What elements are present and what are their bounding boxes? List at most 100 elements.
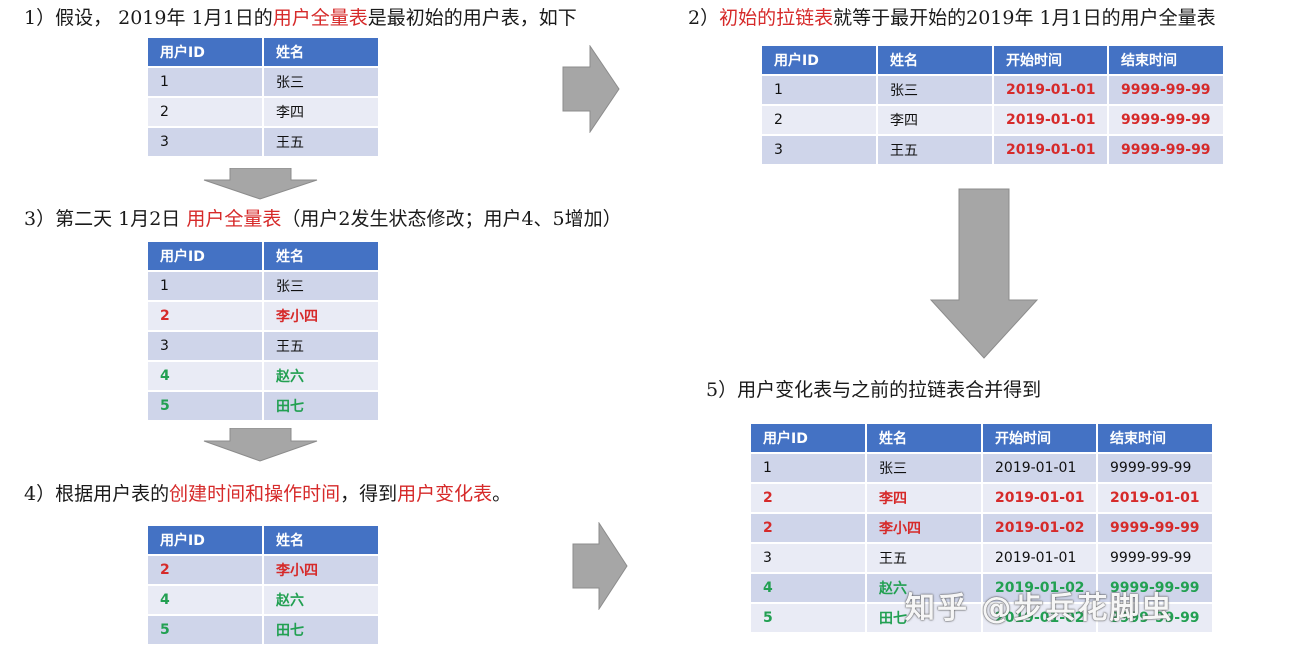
table-cell: 王五 (264, 332, 378, 360)
table-cell: 4 (148, 362, 262, 390)
table-cell: 9999-99-99 (1109, 106, 1223, 134)
table-cell: 2 (148, 98, 262, 126)
step1-caption: 1）假设， 2019年 1月1日的用户全量表是最初始的用户表，如下 (24, 6, 577, 30)
step1-caption-part: 1）假设， 2019年 1月1日的 (24, 7, 273, 29)
table-cell: 赵六 (264, 362, 378, 390)
column-header: 结束时间 (1109, 46, 1223, 74)
right-arrow-1-to-2 (562, 45, 620, 133)
table-cell: 2 (762, 106, 876, 134)
table-cell: 赵六 (867, 574, 981, 602)
table-cell: 9999-99-99 (1109, 136, 1223, 164)
column-header: 用户ID (148, 38, 262, 66)
table-cell: 王五 (264, 128, 378, 156)
table-cell: 9999-99-99 (1098, 574, 1212, 602)
table-cell: 1 (751, 454, 865, 482)
down-arrow-3-to-4 (203, 428, 318, 462)
table-cell: 3 (762, 136, 876, 164)
table-cell: 田七 (264, 616, 378, 644)
table-cell: 2019-01-02 (983, 604, 1096, 632)
watermark: 知乎 @步兵花脚虫 (905, 591, 1174, 626)
table-cell: 2 (148, 556, 262, 584)
step3-caption-part: 用户全量表 (186, 208, 282, 230)
table-cell: 李四 (878, 106, 992, 134)
table-cell: 3 (148, 128, 262, 156)
table-cell: 2 (148, 302, 262, 330)
table-cell: 5 (148, 616, 262, 644)
table-cell: 2019-01-02 (983, 574, 1096, 602)
table-cell: 4 (751, 574, 865, 602)
table-cell: 李小四 (264, 302, 378, 330)
column-header: 结束时间 (1098, 424, 1212, 452)
table-cell: 2019-01-01 (994, 106, 1107, 134)
table-cell: 2 (751, 514, 865, 542)
table-cell: 2019-01-01 (1098, 484, 1212, 512)
step2-caption-part: 2） (688, 7, 720, 29)
table-cell: 9999-99-99 (1098, 544, 1212, 572)
table-cell: 9999-99-99 (1098, 454, 1212, 482)
step4-caption-part: 用户变化表 (397, 483, 493, 505)
column-header: 开始时间 (994, 46, 1107, 74)
table-cell: 张三 (867, 454, 981, 482)
table-cell: 王五 (867, 544, 981, 572)
table-cell: 2019-01-02 (983, 514, 1096, 542)
right-arrow-4-to-5 (572, 522, 628, 610)
step3-caption-part: 3）第二天 1月2日 (24, 208, 187, 230)
table-cell: 1 (762, 76, 876, 104)
step1-caption-part: 用户全量表 (272, 7, 368, 29)
table-cell: 赵六 (264, 586, 378, 614)
table-cell: 张三 (264, 272, 378, 300)
table-cell: 李小四 (264, 556, 378, 584)
table-cell: 田七 (264, 392, 378, 420)
column-header: 用户ID (762, 46, 876, 74)
table-cell: 3 (148, 332, 262, 360)
step4-caption-part: 4）根据用户表的 (24, 483, 170, 505)
table-cell: 李小四 (867, 514, 981, 542)
column-header: 姓名 (264, 526, 378, 554)
table-cell: 李四 (264, 98, 378, 126)
step5-caption-part: 5）用户变化表与之前的拉链表合并得到 (706, 379, 1042, 401)
column-header: 姓名 (264, 38, 378, 66)
column-header: 姓名 (867, 424, 981, 452)
table-cell: 9999-99-99 (1098, 514, 1212, 542)
table-cell: 5 (751, 604, 865, 632)
table-cell: 1 (148, 272, 262, 300)
step4-caption: 4）根据用户表的创建时间和操作时间，得到用户变化表。 (24, 482, 511, 506)
table-cell: 2019-01-01 (994, 76, 1107, 104)
table-cell: 2019-01-01 (983, 544, 1096, 572)
table-cell: 2019-01-01 (983, 484, 1096, 512)
table-cell: 张三 (264, 68, 378, 96)
column-header: 姓名 (878, 46, 992, 74)
column-header: 开始时间 (983, 424, 1096, 452)
table-cell: 张三 (878, 76, 992, 104)
step2-caption-part: 就等于最开始的2019年 1月1日的用户全量表 (833, 7, 1216, 29)
step3-caption-part: （用户2发生状态修改；用户4、5增加） (281, 208, 622, 230)
step4-caption-part: 创建时间和操作时间 (169, 483, 341, 505)
step2-caption: 2）初始的拉链表就等于最开始的2019年 1月1日的用户全量表 (688, 6, 1216, 30)
step1-caption-part: 是最初始的用户表，如下 (367, 7, 577, 29)
table-cell: 1 (148, 68, 262, 96)
table-cell: 9999-99-99 (1109, 76, 1223, 104)
step4-caption-part: ，得到 (340, 483, 398, 505)
table-cell: 2019-01-01 (994, 136, 1107, 164)
